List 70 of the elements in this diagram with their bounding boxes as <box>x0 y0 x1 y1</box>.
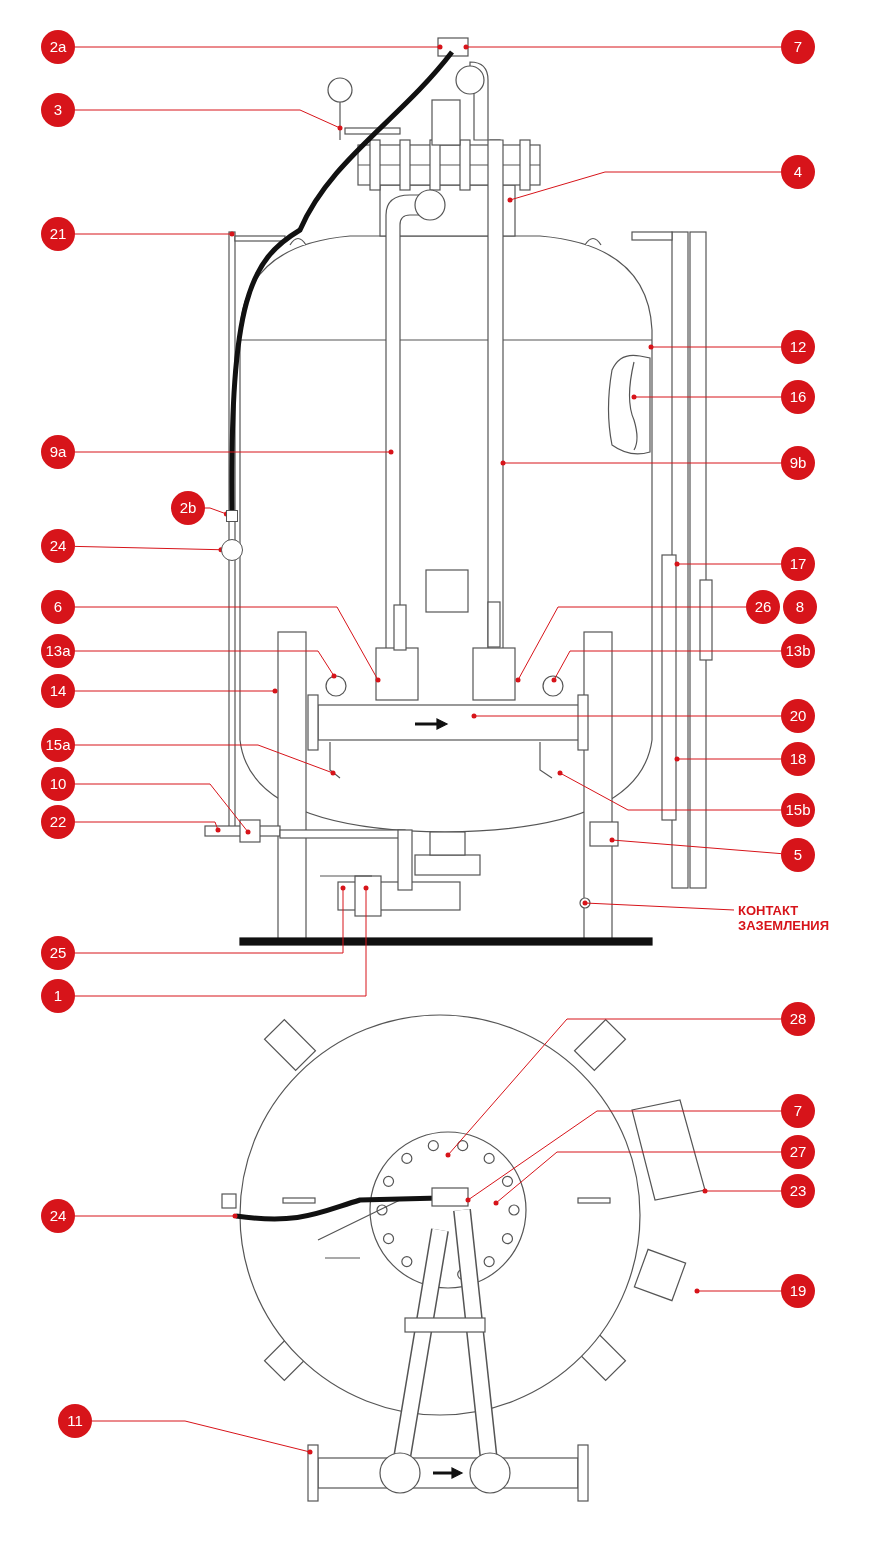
callout-number: 9a <box>41 435 75 469</box>
leader-line <box>445 1018 782 1158</box>
leader-line <box>582 900 735 911</box>
leader-line <box>493 1151 782 1206</box>
callout-number: 4 <box>781 155 815 189</box>
callout-number: 6 <box>41 590 75 624</box>
callout-number: 5 <box>781 838 815 872</box>
callout-number: 8 <box>783 590 817 624</box>
callout-number: 21 <box>41 217 75 251</box>
callout-number: 24 <box>41 1199 75 1233</box>
callout-number: 20 <box>781 699 815 733</box>
leader-line <box>674 756 782 762</box>
callout-number: 16 <box>781 380 815 414</box>
leader-line <box>74 688 278 694</box>
leader-line <box>91 1420 313 1455</box>
leader-line <box>74 744 336 776</box>
leader-line <box>74 885 346 954</box>
callout-number: 13b <box>781 634 815 668</box>
callout-number: 2b <box>171 491 205 525</box>
callout-label: КОНТАКТ ЗАЗЕМЛЕНИЯ <box>738 903 838 933</box>
callout-number: 18 <box>781 742 815 776</box>
leader-line <box>500 460 782 466</box>
callout-number: 25 <box>41 936 75 970</box>
leader-line <box>74 44 443 50</box>
leader-line <box>648 344 782 350</box>
leader-line <box>551 650 782 683</box>
callout-number: 26 <box>746 590 780 624</box>
leader-line <box>507 171 782 203</box>
callout-number: 10 <box>41 767 75 801</box>
leader-line <box>471 713 782 719</box>
leader-line <box>74 606 381 683</box>
callout-number: 24 <box>41 529 75 563</box>
callout-number: 14 <box>41 674 75 708</box>
leader-line <box>465 1110 782 1203</box>
callout-number: 7 <box>781 1094 815 1128</box>
callout-number: 28 <box>781 1002 815 1036</box>
leader-line <box>74 650 337 679</box>
pressure-gauge-icon <box>221 539 243 561</box>
valve-icon <box>226 510 238 522</box>
callout-number: 9b <box>781 446 815 480</box>
callout-number: 19 <box>781 1274 815 1308</box>
callout-number: 22 <box>41 805 75 839</box>
callout-number: 23 <box>781 1174 815 1208</box>
callout-number: 7 <box>781 30 815 64</box>
callout-number: 17 <box>781 547 815 581</box>
leader-line <box>74 109 343 131</box>
leader-line <box>74 783 251 835</box>
callout-number: 27 <box>781 1135 815 1169</box>
callout-number: 15b <box>781 793 815 827</box>
callout-number: 11 <box>58 1404 92 1438</box>
leader-line <box>515 606 747 683</box>
leader-line <box>74 821 221 833</box>
leader-line <box>463 44 782 50</box>
leader-line <box>74 1213 238 1219</box>
callout-number: 2a <box>41 30 75 64</box>
callout-number: 13a <box>41 634 75 668</box>
leader-line <box>702 1188 782 1194</box>
leader-line <box>694 1288 782 1294</box>
callout-number: 12 <box>781 330 815 364</box>
leader-line <box>674 561 782 567</box>
leader-line <box>74 449 394 455</box>
callout-number: 15a <box>41 728 75 762</box>
callout-number: 1 <box>41 979 75 1013</box>
leader-line <box>557 770 782 811</box>
leader-line <box>609 837 782 855</box>
leader-line <box>204 507 229 517</box>
leader-line <box>74 231 235 237</box>
leader-line <box>631 394 782 400</box>
callout-number: 3 <box>41 93 75 127</box>
leader-line <box>74 885 369 997</box>
